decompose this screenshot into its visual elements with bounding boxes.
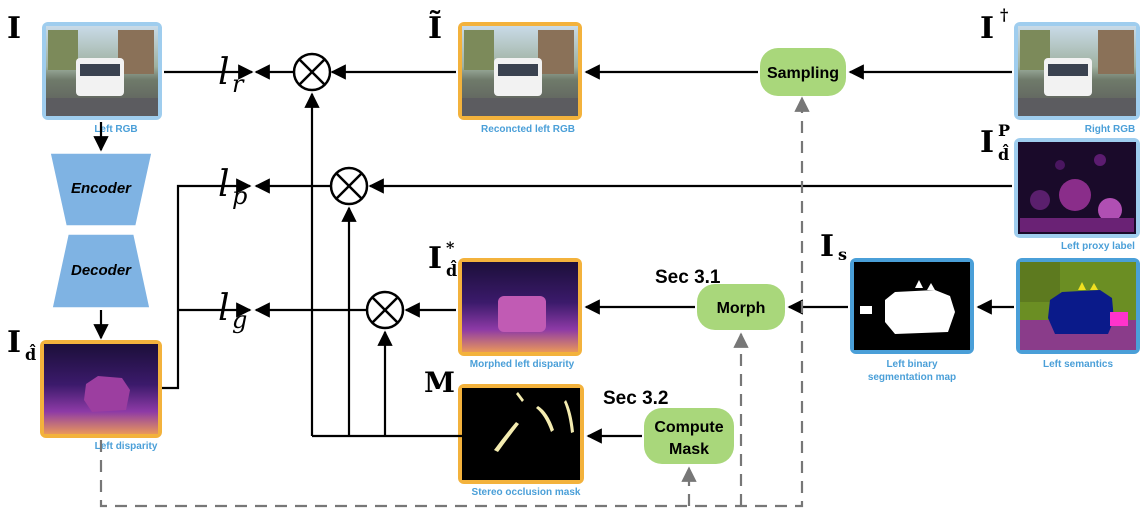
- symbol-morphed: I * d̂: [428, 238, 457, 280]
- compute-mask-block: [644, 408, 734, 464]
- svg-text:d̂: d̂: [25, 344, 36, 364]
- sampling-block: [760, 48, 846, 96]
- svg-text:†: †: [1000, 5, 1008, 24]
- morph-block: [697, 284, 785, 330]
- proxy-label-image: [1014, 138, 1140, 238]
- occlusion-caption: Stereo occlusion mask: [472, 487, 581, 498]
- svg-text:*: *: [446, 238, 455, 257]
- symbol-proxy: I P d̂: [980, 121, 1010, 164]
- occlusion-mask-image: [458, 384, 584, 484]
- proxy-caption: Left proxy label: [1061, 241, 1135, 252]
- symbol-segmentation: I s: [820, 229, 847, 264]
- loss-lr: l r: [218, 52, 245, 98]
- svg-text:r: r: [232, 70, 245, 98]
- semantics-caption: Left semantics: [1043, 359, 1113, 370]
- symbol-left-image: I: [7, 11, 21, 46]
- morph-label: Morph: [717, 300, 766, 317]
- compute-label-line2: Mask: [669, 441, 709, 458]
- encoder-label: Encoder: [71, 180, 132, 197]
- semantics-image: [1016, 258, 1140, 354]
- svg-text:P: P: [998, 121, 1010, 140]
- binary-segmentation-image: [850, 258, 974, 354]
- svg-text:I: I: [980, 11, 994, 46]
- sampling-label: Sampling: [767, 65, 839, 82]
- multiply-node-proxy: [329, 166, 369, 206]
- binary-caption-line1: Left binary: [886, 359, 938, 370]
- dashed-connectors: [99, 96, 810, 508]
- morphed-disparity-image: [458, 258, 582, 356]
- right-rgb-image: [1014, 22, 1140, 120]
- reconstructed-caption: Reconcted left RGB: [481, 124, 575, 135]
- symbol-disparity: I d̂: [7, 325, 36, 364]
- connector-lines: [93, 64, 1014, 444]
- svg-text:I: I: [820, 229, 834, 264]
- symbol-mask: M: [424, 366, 455, 399]
- decoder-label: Decoder: [71, 262, 132, 279]
- symbol-right-image: I †: [980, 5, 1008, 46]
- left-rgb-image: [42, 22, 162, 120]
- compute-label-line1: Compute: [654, 419, 723, 436]
- section-3-1-label: Sec 3.1: [655, 267, 721, 288]
- svg-text:I: I: [980, 125, 994, 160]
- multiply-node-morph: [365, 290, 405, 330]
- svg-text:s: s: [838, 245, 847, 264]
- reconstructed-left-rgb-image: [458, 22, 582, 120]
- binary-caption-line2: segmentation map: [868, 372, 956, 383]
- encoder-block: [49, 152, 153, 227]
- svg-text:d̂: d̂: [446, 260, 457, 280]
- morphed-caption: Morphed left disparity: [470, 359, 575, 370]
- multiply-node-reconstruction: [292, 52, 332, 92]
- decoder-block: [51, 233, 151, 309]
- left-disparity-image: [40, 340, 162, 438]
- left-rgb-caption: Left RGB: [94, 124, 137, 135]
- disparity-caption: Left disparity: [95, 441, 158, 452]
- symbol-reconstructed: Ĩ: [428, 10, 442, 46]
- right-rgb-caption: Right RGB: [1085, 124, 1136, 135]
- svg-text:I: I: [428, 241, 442, 276]
- svg-text:d̂: d̂: [998, 144, 1009, 164]
- section-3-2-label: Sec 3.2: [603, 388, 669, 409]
- svg-text:l: l: [218, 164, 230, 205]
- svg-text:I: I: [7, 325, 21, 360]
- svg-text:l: l: [218, 288, 230, 329]
